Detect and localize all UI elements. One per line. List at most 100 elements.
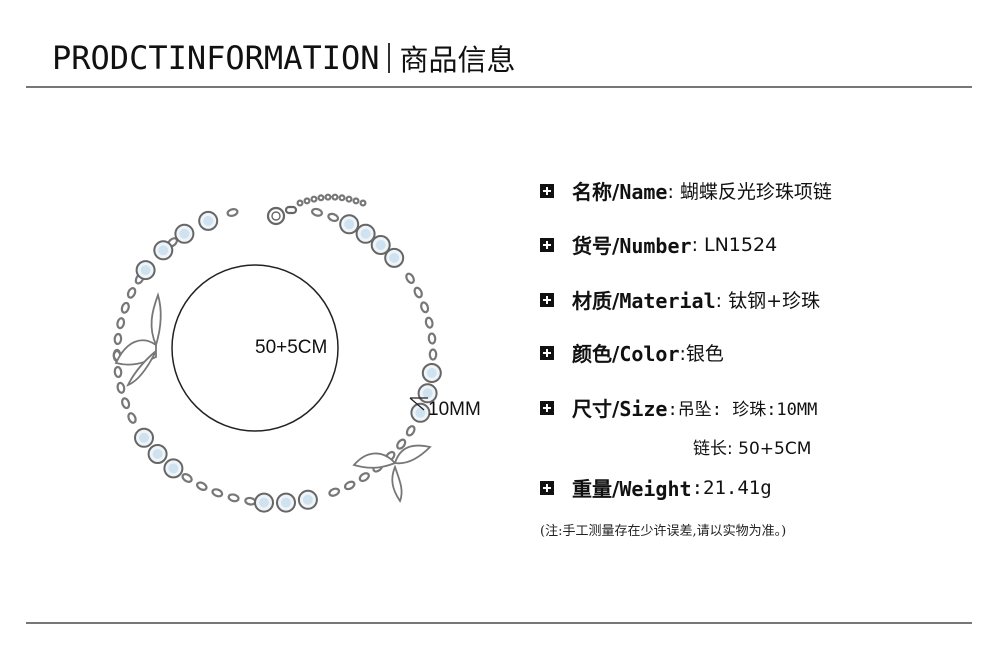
pearl-bead — [153, 240, 174, 261]
chain-link — [327, 212, 340, 222]
chain-link — [405, 272, 415, 284]
extension-link — [345, 195, 353, 203]
chain-link — [120, 301, 130, 314]
size-circle — [171, 264, 339, 432]
chain-link — [196, 481, 208, 491]
spec-value: : 蝴蝶反光珍珠项链 — [667, 181, 832, 203]
extension-link — [310, 195, 318, 203]
pearl-bead — [135, 260, 156, 281]
chain-link — [116, 381, 126, 394]
chain-link — [113, 332, 123, 346]
top-divider — [26, 86, 972, 88]
plus-icon — [540, 345, 554, 360]
spec-label: 重量/Weight — [572, 473, 692, 502]
spec-label-zh: 货号/ — [572, 234, 620, 258]
chain-link — [420, 301, 430, 314]
chain-link — [427, 332, 437, 345]
plus-icon — [540, 237, 554, 252]
chain-link — [396, 438, 407, 450]
chain-link — [405, 425, 416, 437]
chain-link — [127, 412, 137, 424]
extension-link — [331, 193, 339, 201]
spec-row-color: 颜色/Color :银色 — [540, 338, 724, 367]
spec-label: 颜色/Color — [572, 338, 680, 367]
spec-row-size: 尺寸/Size :吊坠: 珍珠:10MM — [540, 393, 817, 422]
spec-sub-chain-length: 链长: 50+5CM — [693, 439, 812, 459]
extension-link — [338, 194, 346, 202]
pearl-bead — [147, 444, 168, 464]
spec-label-en: Material — [619, 289, 716, 313]
spec-label-en: Color — [619, 342, 680, 366]
clasp-icon — [266, 205, 298, 226]
spec-value: :银色 — [679, 343, 724, 365]
pearl-bead-icon — [134, 210, 442, 513]
chain-link — [311, 207, 323, 217]
header-title-en: PRODCTINFORMATION — [52, 39, 380, 77]
pearl-bead — [134, 427, 154, 448]
butterfly-pendant-icon — [352, 444, 432, 503]
spec-label: 货号/Number — [572, 230, 692, 259]
pearl-bead — [410, 402, 431, 423]
pearl-bead — [421, 363, 442, 383]
chain-link — [211, 488, 224, 498]
pearl-size-label: 10MM — [428, 399, 481, 420]
header-separator — [387, 43, 390, 73]
bottom-divider — [26, 622, 972, 624]
pearl-bead — [254, 492, 274, 513]
spec-row-material: 材质/Material : 钛钢+珍珠 — [540, 285, 820, 314]
pearl-bead — [355, 223, 376, 244]
chain-link — [343, 480, 356, 491]
spec-label-en: Name — [619, 180, 668, 204]
chain-link — [227, 493, 240, 503]
chain-link — [113, 365, 123, 379]
chain-link — [328, 487, 341, 497]
pearl-bead — [174, 223, 195, 244]
pearl-bead — [339, 214, 360, 235]
extension-link — [359, 199, 367, 207]
spec-value: : 钛钢+珍珠 — [715, 290, 821, 312]
chain-link — [226, 208, 239, 217]
butterfly-pendant-icon — [114, 292, 162, 387]
pearl-bead — [198, 210, 219, 231]
spec-row-number: 货号/Number : LN1524 — [540, 230, 777, 259]
extension-link — [296, 199, 304, 207]
plus-icon — [540, 400, 554, 415]
spec-value: :21.41g — [691, 476, 772, 499]
spec-label-en: Weight — [619, 477, 692, 501]
necklace-drawing — [112, 193, 442, 513]
product-illustration: 50+5CM 10MM — [110, 185, 500, 525]
spec-value: : LN1524 — [691, 233, 778, 256]
pearl-bead — [163, 458, 184, 479]
plus-icon — [540, 480, 554, 495]
spec-label-en: Size — [619, 397, 668, 421]
spec-row-weight: 重量/Weight :21.41g — [540, 473, 772, 502]
pearl-bead — [276, 492, 296, 513]
chain-link — [413, 286, 423, 299]
spec-label: 尺寸/Size — [572, 393, 667, 422]
plus-icon — [540, 292, 554, 307]
extension-link — [352, 197, 360, 205]
measurement-note: (注:手工测量存在少许误差,请以实物为准。) — [540, 524, 787, 539]
spec-label: 材质/Material — [572, 285, 716, 314]
spec-label-zh: 材质/ — [572, 289, 620, 313]
chain-link — [424, 316, 434, 329]
pearl-bead — [370, 235, 391, 255]
chain-link — [181, 473, 193, 483]
chain-link — [428, 348, 438, 361]
size-label: 50+5CM — [255, 337, 328, 358]
pearl-bead — [297, 489, 318, 510]
chain-link — [121, 397, 131, 410]
spec-label: 名称/Name — [572, 176, 667, 205]
extension-link — [303, 197, 311, 205]
spec-label-zh: 尺寸/ — [572, 397, 620, 421]
spec-label-zh: 颜色/ — [572, 342, 620, 366]
pearl-dimension-line — [409, 397, 428, 411]
plus-icon — [540, 183, 554, 198]
chain-link — [126, 287, 137, 299]
spec-label-zh: 重量/ — [572, 477, 620, 501]
chain-link — [116, 317, 126, 330]
page-header: PRODCTINFORMATION 商品信息 — [52, 38, 516, 78]
spec-label-zh: 名称/ — [572, 180, 620, 204]
chain-link — [358, 472, 370, 483]
spec-row-name: 名称/Name : 蝴蝶反光珍珠项链 — [540, 176, 832, 205]
